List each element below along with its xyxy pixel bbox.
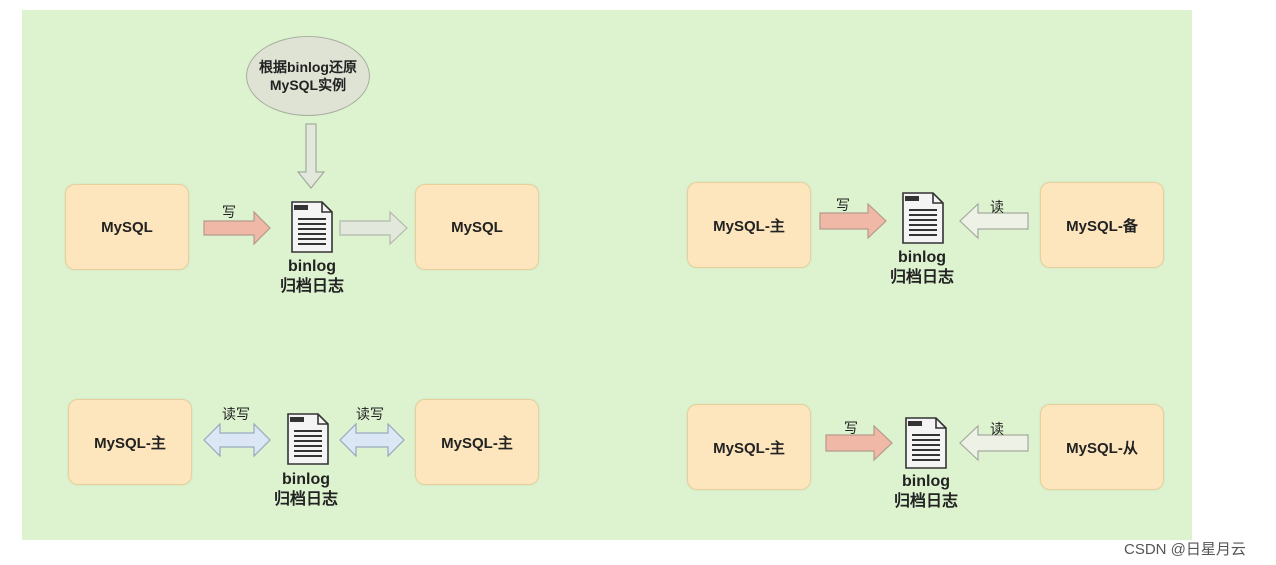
ellipse-line2: MySQL实例 bbox=[269, 77, 347, 93]
binlog-doc-label-d3: binlog 归档日志 bbox=[246, 470, 366, 510]
restore-instance-ellipse: 根据binlog还原 MySQL实例 bbox=[246, 36, 370, 116]
arrow-down-restore bbox=[296, 123, 326, 189]
mysql-slave-box: MySQL-从 bbox=[1040, 404, 1164, 490]
binlog-doc-icon-d2 bbox=[902, 192, 944, 244]
read-label-d2: 读 bbox=[990, 199, 1004, 215]
arrow-bidir-right-d3 bbox=[339, 422, 405, 458]
binlog-doc-label-d2: binlog 归档日志 bbox=[862, 248, 982, 288]
arrow-restore-d1 bbox=[339, 210, 408, 246]
binlog-doc-icon-d3 bbox=[287, 413, 329, 465]
mysql-master-box-d2: MySQL-主 bbox=[687, 182, 811, 268]
doc-line2: 归档日志 bbox=[893, 493, 958, 510]
arrow-write-d4 bbox=[825, 424, 893, 462]
doc-line1: binlog bbox=[288, 258, 336, 275]
arrow-bidir-left-d3 bbox=[203, 422, 271, 458]
binlog-doc-label-d1: binlog 归档日志 bbox=[252, 257, 372, 297]
write-label-d2: 写 bbox=[836, 197, 850, 213]
doc-line2: 归档日志 bbox=[889, 269, 954, 286]
arrow-read-d2 bbox=[959, 202, 1029, 240]
write-label-d4: 写 bbox=[844, 420, 858, 436]
csdn-watermark: CSDN @日星月云 bbox=[1124, 541, 1246, 558]
write-label-d1: 写 bbox=[222, 204, 236, 220]
mysql-standby-box: MySQL-备 bbox=[1040, 182, 1164, 268]
doc-line2: 归档日志 bbox=[279, 278, 344, 295]
doc-line1: binlog bbox=[902, 473, 950, 490]
binlog-doc-label-d4: binlog 归档日志 bbox=[866, 472, 986, 512]
readwrite-label-d3-left: 读写 bbox=[222, 406, 250, 422]
mysql-master-box-d3-right: MySQL-主 bbox=[415, 399, 539, 485]
binlog-doc-icon-d1 bbox=[291, 201, 333, 253]
mysql-master-box-d4: MySQL-主 bbox=[687, 404, 811, 490]
ellipse-line1: 根据binlog还原 bbox=[259, 59, 357, 75]
doc-line1: binlog bbox=[282, 471, 330, 488]
read-label-d4: 读 bbox=[990, 421, 1004, 437]
arrow-read-d4 bbox=[959, 424, 1029, 462]
mysql-restored-box: MySQL bbox=[415, 184, 539, 270]
mysql-master-box-d3-left: MySQL-主 bbox=[68, 399, 192, 485]
readwrite-label-d3-right: 读写 bbox=[356, 406, 384, 422]
arrow-write-d1 bbox=[203, 210, 271, 246]
doc-line1: binlog bbox=[898, 249, 946, 266]
arrow-write-d2 bbox=[819, 202, 887, 240]
doc-line2: 归档日志 bbox=[273, 491, 338, 508]
binlog-doc-icon-d4 bbox=[905, 417, 947, 469]
mysql-source-box: MySQL bbox=[65, 184, 189, 270]
